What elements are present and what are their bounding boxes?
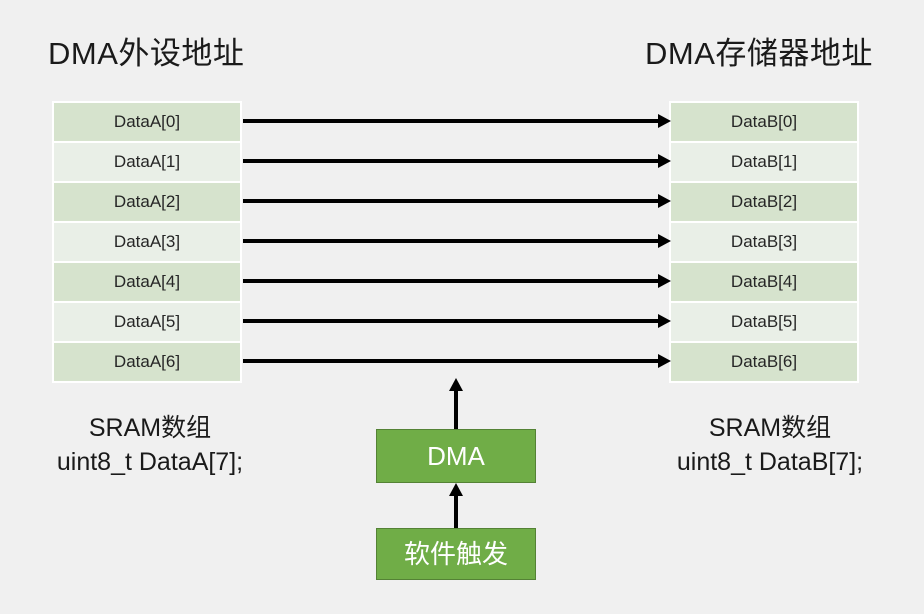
arrow-shaft — [243, 119, 661, 123]
sram-memory-table: DataB[0] DataB[1] DataB[2] DataB[3] Data… — [669, 101, 859, 383]
arrow-shaft — [243, 159, 661, 163]
arrow-shaft — [243, 239, 661, 243]
table-row: DataB[3] — [671, 223, 857, 261]
dma-output-arrow-icon — [449, 378, 463, 431]
left-caption: SRAM数组 uint8_t DataA[7]; — [20, 411, 280, 479]
table-row: DataB[0] — [671, 103, 857, 141]
transfer-arrow-icon — [243, 154, 671, 168]
table-row: DataA[3] — [54, 223, 240, 261]
arrow-shaft — [243, 279, 661, 283]
table-row: DataA[2] — [54, 183, 240, 221]
transfer-arrow-icon — [243, 354, 671, 368]
arrow-shaft — [243, 319, 661, 323]
left-caption-line1: SRAM数组 — [88, 414, 212, 442]
transfer-arrow-icon — [243, 274, 671, 288]
right-column-title: DMA存储器地址 — [645, 36, 873, 71]
right-caption: SRAM数组 uint8_t DataB[7]; — [640, 411, 900, 479]
peripheral-memory-table: DataA[0] DataA[1] DataA[2] DataA[3] Data… — [52, 101, 242, 383]
right-caption-line1: SRAM数组 — [708, 414, 832, 442]
table-row: DataB[5] — [671, 303, 857, 341]
arrow-shaft — [454, 389, 458, 431]
table-row: DataB[6] — [671, 343, 857, 381]
transfer-arrow-icon — [243, 194, 671, 208]
arrow-head — [449, 483, 463, 496]
table-row: DataB[4] — [671, 263, 857, 301]
arrow-shaft — [243, 199, 661, 203]
software-trigger-box[interactable]: 软件触发 — [376, 528, 536, 580]
transfer-arrow-icon — [243, 234, 671, 248]
table-row: DataA[5] — [54, 303, 240, 341]
transfer-arrow-icon — [243, 314, 671, 328]
arrow-head — [449, 378, 463, 391]
arrow-shaft — [454, 494, 458, 530]
table-row: DataA[0] — [54, 103, 240, 141]
right-caption-line2: uint8_t DataB[7]; — [676, 448, 864, 476]
left-caption-line2: uint8_t DataA[7]; — [56, 448, 244, 476]
arrow-shaft — [243, 359, 661, 363]
left-column-title: DMA外设地址 — [48, 36, 245, 71]
table-row: DataA[1] — [54, 143, 240, 181]
table-row: DataB[2] — [671, 183, 857, 221]
dma-box[interactable]: DMA — [376, 429, 536, 483]
table-row: DataA[6] — [54, 343, 240, 381]
table-row: DataB[1] — [671, 143, 857, 181]
table-row: DataA[4] — [54, 263, 240, 301]
trigger-to-dma-arrow-icon — [449, 483, 463, 530]
transfer-arrow-icon — [243, 114, 671, 128]
